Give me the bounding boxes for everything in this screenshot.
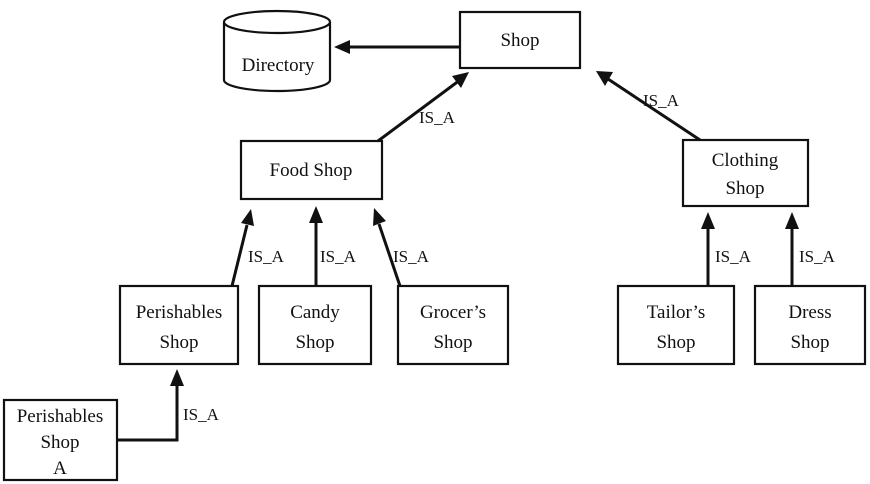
dress-shop-label-line2: Shop <box>790 332 829 353</box>
edge-perishablesa-perishables-arrowhead <box>170 369 184 386</box>
dress-shop-box <box>753 284 867 366</box>
perishables-shop-box <box>118 284 240 366</box>
edge-foodshop-shop-line <box>377 78 461 143</box>
food-shop-box <box>239 139 384 201</box>
perishables-shop-label-line2: Shop <box>159 332 198 353</box>
dress-shop-label-line1: Dress <box>788 302 831 323</box>
directory-cylinder-top <box>222 9 332 35</box>
edge-tailors-clothingshop-arrowhead <box>701 212 715 229</box>
edge-foodshop-shop: IS_A <box>377 72 469 143</box>
candy-shop-node: Candy Shop <box>257 284 373 366</box>
candy-shop-label-line2: Shop <box>295 332 334 353</box>
edge-dress-clothingshop: IS_A <box>785 212 836 286</box>
edge-candy-foodshop: IS_A <box>309 206 357 286</box>
clothing-shop-box <box>681 138 810 208</box>
edge-shop-directory <box>334 40 460 54</box>
edge-foodshop-shop-label: IS_A <box>419 108 456 127</box>
edge-perishablesa-perishables: IS_A <box>117 369 220 442</box>
edge-perishables-foodshop-arrowhead <box>241 209 254 226</box>
perishables-shop-a-label-line1: Perishables <box>17 406 104 427</box>
edge-grocers-foodshop-arrowhead <box>373 208 386 226</box>
edge-clothingshop-shop-arrowhead <box>596 71 613 86</box>
directory-cylinder-shape <box>222 22 332 93</box>
tailors-shop-node: Tailor’s Shop <box>616 284 736 366</box>
shop-node: Shop <box>458 10 582 70</box>
edge-dress-clothingshop-arrowhead <box>785 212 799 229</box>
edge-tailors-clothingshop: IS_A <box>701 212 752 286</box>
directory-label: Directory <box>242 55 315 76</box>
food-shop-node: Food Shop <box>239 139 384 201</box>
tailors-shop-label-line2: Shop <box>656 332 695 353</box>
shop-label: Shop <box>500 30 539 51</box>
edge-foodshop-shop-arrowhead <box>452 72 469 88</box>
food-shop-label: Food Shop <box>270 160 353 181</box>
tailors-shop-label-line1: Tailor’s <box>647 302 705 323</box>
grocers-shop-label-line2: Shop <box>433 332 472 353</box>
perishables-shop-a-label-line2: Shop <box>40 432 79 453</box>
dress-shop-node: Dress Shop <box>753 284 867 366</box>
edge-tailors-clothingshop-label: IS_A <box>715 247 752 266</box>
perishables-shop-node: Perishables Shop <box>118 284 240 366</box>
edge-clothingshop-shop-label: IS_A <box>643 91 680 110</box>
perishables-shop-a-node: Perishables Shop A <box>2 398 119 482</box>
edge-perishables-foodshop: IS_A <box>230 209 285 287</box>
candy-shop-box <box>257 284 373 366</box>
grocers-shop-box <box>396 284 510 366</box>
directory-node: Directory <box>222 9 332 93</box>
edge-perishables-foodshop-label: IS_A <box>248 247 285 266</box>
edge-clothingshop-shop-line <box>607 77 701 142</box>
edge-perishables-foodshop-line <box>230 224 249 287</box>
edge-grocers-foodshop-line <box>377 223 402 287</box>
grocers-shop-node: Grocer’s Shop <box>396 284 510 366</box>
perishables-shop-a-label-line3: A <box>53 458 67 479</box>
tailors-shop-box <box>616 284 736 366</box>
edge-candy-foodshop-label: IS_A <box>320 247 357 266</box>
edge-dress-clothingshop-label: IS_A <box>799 247 836 266</box>
perishables-shop-label-line1: Perishables <box>136 302 223 323</box>
edge-grocers-foodshop-label: IS_A <box>393 247 430 266</box>
edge-candy-foodshop-arrowhead <box>309 206 323 223</box>
clothing-shop-label-line1: Clothing <box>712 150 779 171</box>
grocers-shop-label-line1: Grocer’s <box>420 302 486 323</box>
edge-shop-directory-arrowhead <box>334 40 350 54</box>
edge-clothingshop-shop: IS_A <box>596 71 701 142</box>
shop-box <box>458 10 582 70</box>
clothing-shop-node: Clothing Shop <box>681 138 810 208</box>
edge-perishablesa-perishables-line <box>117 386 179 442</box>
edge-grocers-foodshop: IS_A <box>373 208 430 287</box>
clothing-shop-label-line2: Shop <box>725 178 764 199</box>
candy-shop-label-line1: Candy <box>290 302 340 323</box>
edge-perishablesa-perishables-label: IS_A <box>183 405 220 424</box>
